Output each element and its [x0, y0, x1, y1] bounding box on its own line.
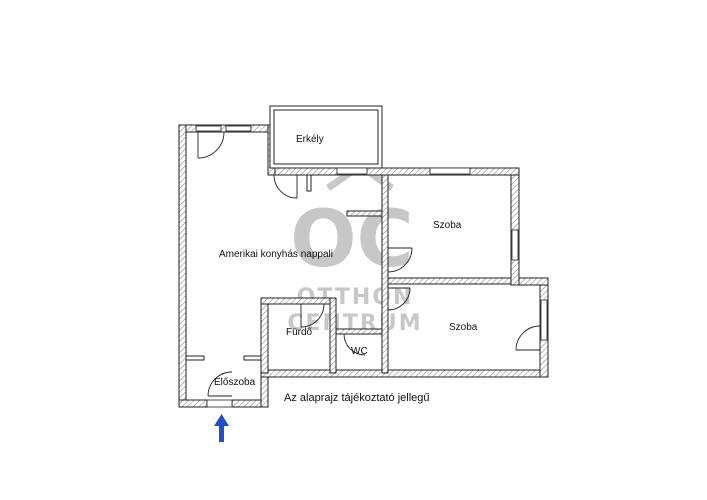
entrance-opening	[206, 399, 233, 408]
room-label-living-kitchen: Amerikai konyhás nappali	[219, 249, 333, 260]
room-label-toilet: WC	[351, 346, 368, 357]
doors	[197, 131, 541, 397]
room-label-room-1: Szoba	[433, 220, 462, 231]
entrance-arrow-icon	[214, 414, 229, 442]
room-labels: Erkély Amerikai konyhás nappali Szoba Sz…	[214, 134, 478, 388]
room-label-hall: Előszoba	[214, 377, 256, 388]
balcony	[269, 105, 383, 169]
room-label-bathroom: Fürdő	[286, 327, 313, 338]
room-label-room-2: Szoba	[449, 322, 478, 333]
interior-walls	[185, 174, 512, 374]
windows	[195, 125, 548, 341]
room-label-balcony: Erkély	[296, 134, 324, 145]
disclaimer-note: Az alaprajz tájékoztató jellegű	[284, 392, 430, 404]
watermark-logo: OC	[290, 195, 414, 285]
